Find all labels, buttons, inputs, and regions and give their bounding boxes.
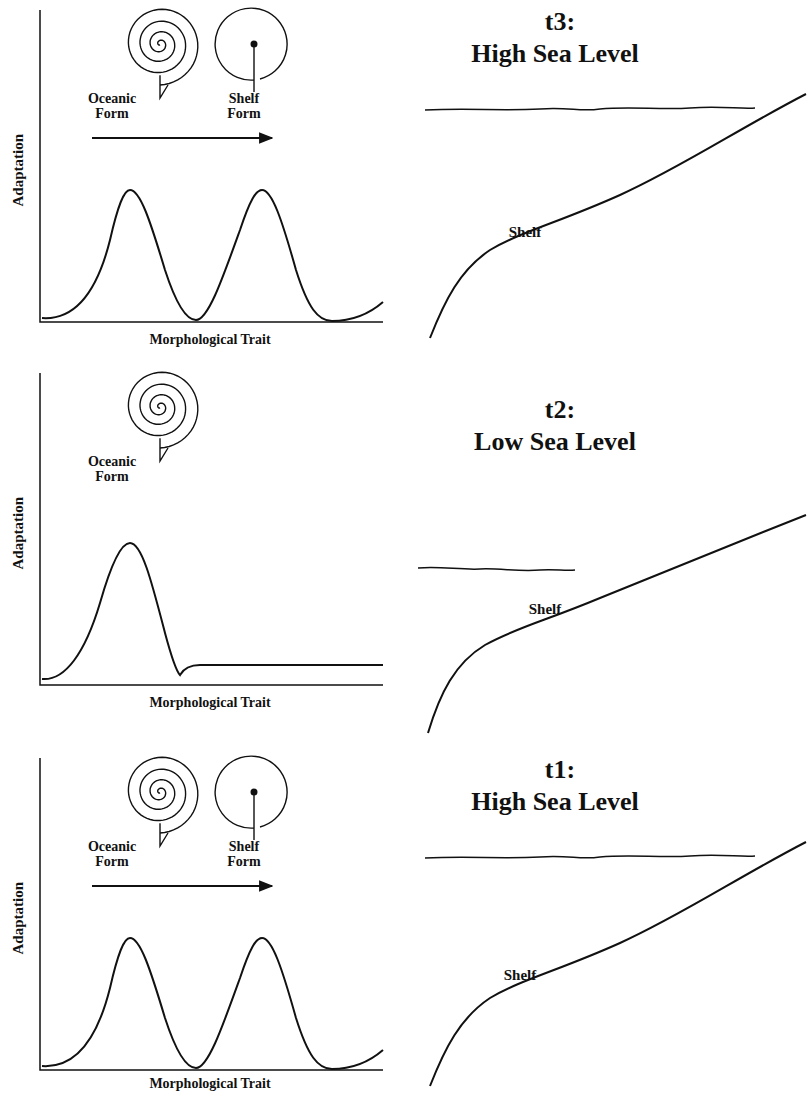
form-label: Shelf Form xyxy=(218,839,270,870)
form-label: Shelf Form xyxy=(218,91,270,122)
form-label: Oceanic Form xyxy=(83,839,141,870)
time-label: t3: xyxy=(545,8,575,37)
axis-label: Adaptation xyxy=(10,497,27,570)
panel-t2 xyxy=(40,372,806,733)
form-label: Oceanic Form xyxy=(83,454,141,485)
shelf-label: Shelf xyxy=(529,601,562,618)
sea-level-label: High Sea Level xyxy=(471,40,639,69)
panel-t3 xyxy=(40,8,806,338)
shell-aperture xyxy=(160,438,168,461)
shelf-label: Shelf xyxy=(509,224,542,241)
axis-label: Morphological Trait xyxy=(149,695,270,710)
shell-aperture xyxy=(160,823,168,846)
form-label: Oceanic Form xyxy=(83,91,141,122)
axis-label: Adaptation xyxy=(10,882,27,955)
shell-aperture xyxy=(160,75,168,98)
shell-dot xyxy=(252,42,257,47)
panel-t1 xyxy=(40,756,806,1086)
shelf-shell xyxy=(215,8,287,92)
time-label: t2: xyxy=(545,396,575,425)
axis-label: Morphological Trait xyxy=(149,1076,270,1091)
shell-dot xyxy=(252,790,257,795)
oceanic-shell xyxy=(128,9,197,85)
axis-label: Morphological Trait xyxy=(149,332,270,347)
time-label: t1: xyxy=(545,756,575,785)
oceanic-shell xyxy=(128,757,197,833)
shelf-label: Shelf xyxy=(504,967,537,984)
shelf-shell xyxy=(215,756,287,840)
axis-label: Adaptation xyxy=(10,134,27,207)
sea-level-label: High Sea Level xyxy=(471,788,639,817)
oceanic-shell xyxy=(128,372,197,448)
sea-level-label: Low Sea Level xyxy=(474,428,636,457)
